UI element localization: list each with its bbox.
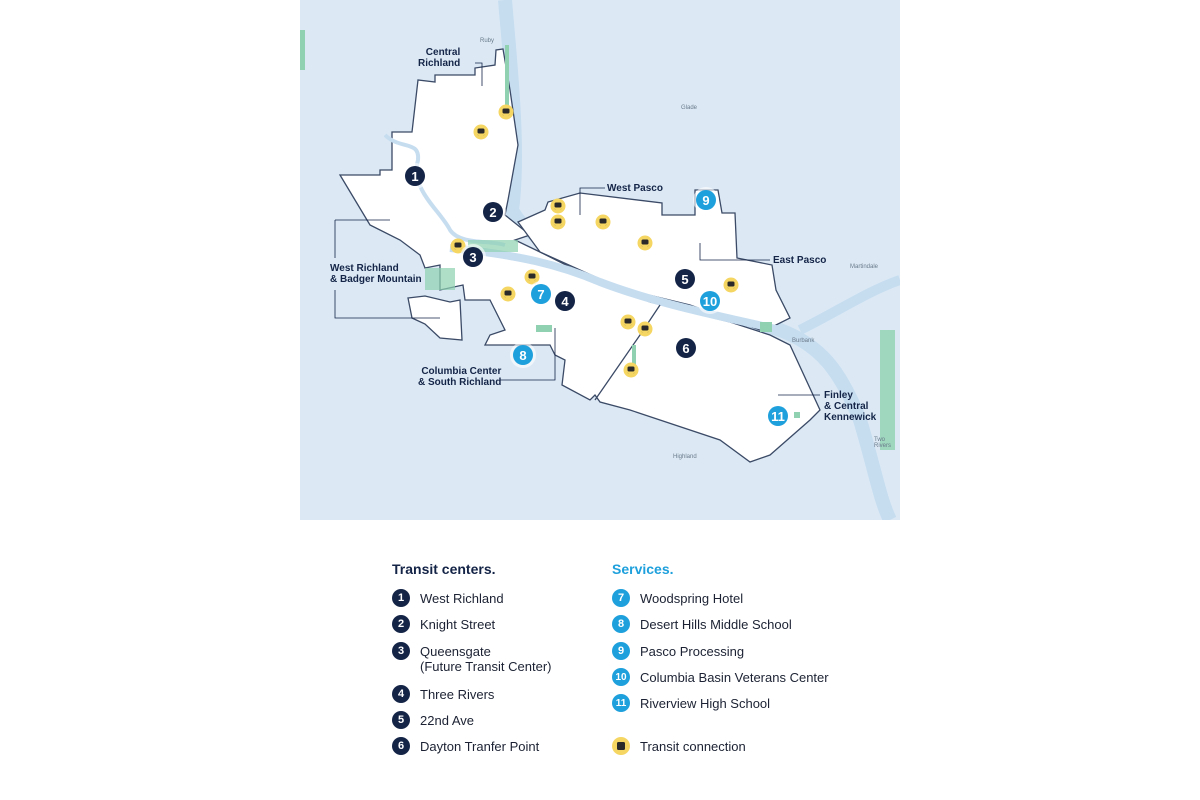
bus-icon[interactable] [623, 362, 639, 378]
river-channel [449, 244, 781, 334]
legend-item-label: Columbia Basin Veterans Center [640, 670, 829, 685]
marker-service-11[interactable]: 11 [768, 406, 788, 426]
number-badge: 6 [392, 737, 410, 755]
place-two-rivers: Two Rivers [874, 437, 892, 449]
legend-heading-transit-centers: Transit centers. [392, 561, 496, 577]
number-badge: 9 [612, 642, 630, 660]
bus-icon[interactable] [473, 124, 489, 140]
legend-item-service: 7 Woodspring Hotel [612, 589, 744, 607]
bus-icon[interactable] [524, 269, 540, 285]
legend-item-label: Dayton Tranfer Point [420, 739, 540, 754]
legend-item-service: 11 Riverview High School [612, 694, 771, 712]
leader-lines [334, 62, 820, 396]
legend-item-service: 10 Columbia Basin Veterans Center [612, 668, 829, 686]
marker-service-10[interactable]: 10 [700, 291, 720, 311]
legend-item-label: Pasco Processing [640, 644, 745, 659]
marker-transit-center-4[interactable]: 4 [555, 291, 575, 311]
area-label-west-pasco: West Pasco [607, 183, 663, 194]
area-label-line: & Badger Mountain [330, 274, 422, 285]
bus-icon[interactable] [595, 214, 611, 230]
legend-item-label: West Richland [420, 591, 504, 606]
area-label-line: Kennewick [824, 412, 877, 423]
legend-item-label: Desert Hills Middle School [640, 617, 792, 632]
legend-item-label: Queensgate (Future Transit Center) [420, 644, 552, 674]
number-badge: 8 [612, 615, 630, 633]
number-badge: 3 [392, 642, 410, 660]
richland-kennewick-boundary [338, 48, 821, 463]
legend-item-transit-center: 3 Queensgate (Future Transit Center) [392, 642, 552, 674]
bus-icon[interactable] [550, 198, 566, 214]
marker-transit-center-5[interactable]: 5 [675, 269, 695, 289]
number-badge: 11 [612, 694, 630, 712]
parks [300, 30, 895, 450]
legend-item-transit-center: 2 Knight Street [392, 615, 496, 633]
area-label-line: West Richland [330, 263, 399, 274]
place-martindale: Martindale [850, 264, 879, 270]
area-label-line: Columbia Center [421, 366, 502, 377]
legend-item-transit-center: 5 22nd Ave [392, 711, 474, 729]
snake-river [797, 275, 900, 335]
bus-icon[interactable] [723, 277, 739, 293]
number-badge: 10 [612, 668, 630, 686]
area-label-line: & Central [824, 401, 869, 412]
number-badge: 1 [392, 589, 410, 607]
area-label-line: Finley [824, 390, 853, 401]
bus-icon[interactable] [500, 286, 516, 302]
place-highland: Highland [673, 454, 697, 460]
legend-item-transit-connection: Transit connection [612, 737, 746, 755]
number-badge: 4 [392, 685, 410, 703]
marker-transit-center-1[interactable]: 1 [405, 166, 425, 186]
bus-icon[interactable] [620, 314, 636, 330]
area-label-line: & South Richland [418, 377, 502, 388]
legend-item-service: 8 Desert Hills Middle School [612, 615, 792, 633]
bus-icon[interactable] [550, 214, 566, 230]
marker-service-7[interactable]: 7 [531, 284, 551, 304]
marker-transit-center-3[interactable]: 3 [463, 247, 483, 267]
legend-item-label: 22nd Ave [420, 713, 474, 728]
marker-service-8[interactable]: 8 [513, 345, 533, 365]
marker-service-9[interactable]: 9 [696, 190, 716, 210]
area-label-west-richland: West Richland& Badger Mountain [330, 263, 422, 285]
legend-item-label: Knight Street [420, 617, 496, 632]
number-badge: 5 [392, 711, 410, 729]
legend-item-label: Riverview High School [640, 696, 771, 711]
legend-item-label: Woodspring Hotel [640, 591, 744, 606]
place-burbank: Burbank [792, 338, 815, 344]
legend-item-label: Three Rivers [420, 687, 495, 702]
place-ruby: Ruby [480, 38, 495, 44]
legend-item-label: Transit connection [640, 739, 746, 754]
map-base [300, 0, 900, 520]
bus-icon[interactable] [637, 321, 653, 337]
legend-item-transit-center: 6 Dayton Tranfer Point [392, 737, 540, 755]
legend-heading-services: Services. [612, 561, 674, 577]
area-label-line: Central [425, 47, 461, 58]
area-label-columbia-center: Columbia Center& South Richland [418, 366, 501, 388]
legend-item-transit-center: 4 Three Rivers [392, 685, 495, 703]
number-badge: 7 [612, 589, 630, 607]
bus-icon[interactable] [498, 104, 514, 120]
marker-transit-center-2[interactable]: 2 [483, 202, 503, 222]
bus-icon[interactable] [450, 238, 466, 254]
bus-icon [612, 737, 630, 755]
legend-item-transit-center: 1 West Richland [392, 589, 504, 607]
bus-icon[interactable] [637, 235, 653, 251]
area-label-east-pasco: East Pasco [773, 255, 827, 266]
number-badge: 2 [392, 615, 410, 633]
area-label-line: Richland [418, 58, 461, 69]
legend-item-service: 9 Pasco Processing [612, 642, 745, 660]
place-glade: Glade [681, 105, 698, 111]
marker-transit-center-6[interactable]: 6 [676, 338, 696, 358]
